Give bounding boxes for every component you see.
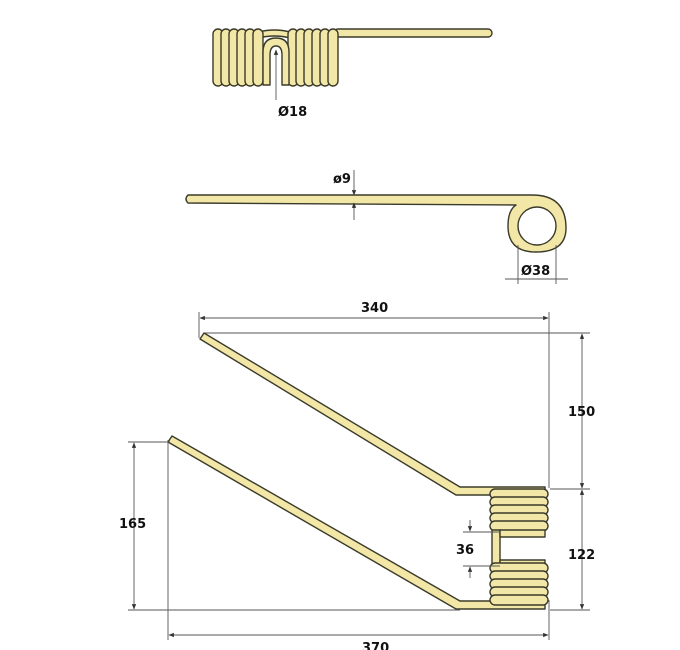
top-view-left-coil <box>212 28 264 87</box>
front-view: 340 370 150 122 165 36 <box>119 301 595 650</box>
dim-label-coil-gap: 36 <box>456 543 474 558</box>
front-view-lower-coil <box>489 562 549 606</box>
top-view: Ø18 <box>212 28 493 120</box>
dim-label-lower-height: 165 <box>119 517 146 532</box>
dim-label-coil-height: 122 <box>568 548 595 563</box>
dim-label-upper-length: 340 <box>361 301 388 316</box>
top-view-right-coil <box>287 28 339 87</box>
dim-label-wire-diameter: ø9 <box>333 172 351 187</box>
side-view-eye <box>517 206 557 246</box>
front-view-upper-tine <box>199 332 546 496</box>
dim-label-eye-diameter: Ø38 <box>521 264 550 279</box>
dim-label-lower-length: 370 <box>362 641 389 650</box>
top-view-tine <box>333 28 493 38</box>
front-view-connecting-loop <box>491 529 501 568</box>
dim-label-upper-height: 150 <box>568 405 595 420</box>
front-view-upper-coil <box>489 488 549 532</box>
front-view-lower-tine <box>167 435 546 610</box>
dim-label-coil-diameter: Ø18 <box>278 105 307 120</box>
side-view-rod <box>185 194 567 253</box>
side-view: ø9 Ø38 <box>185 170 568 284</box>
top-view-mounting-loop <box>262 37 290 86</box>
